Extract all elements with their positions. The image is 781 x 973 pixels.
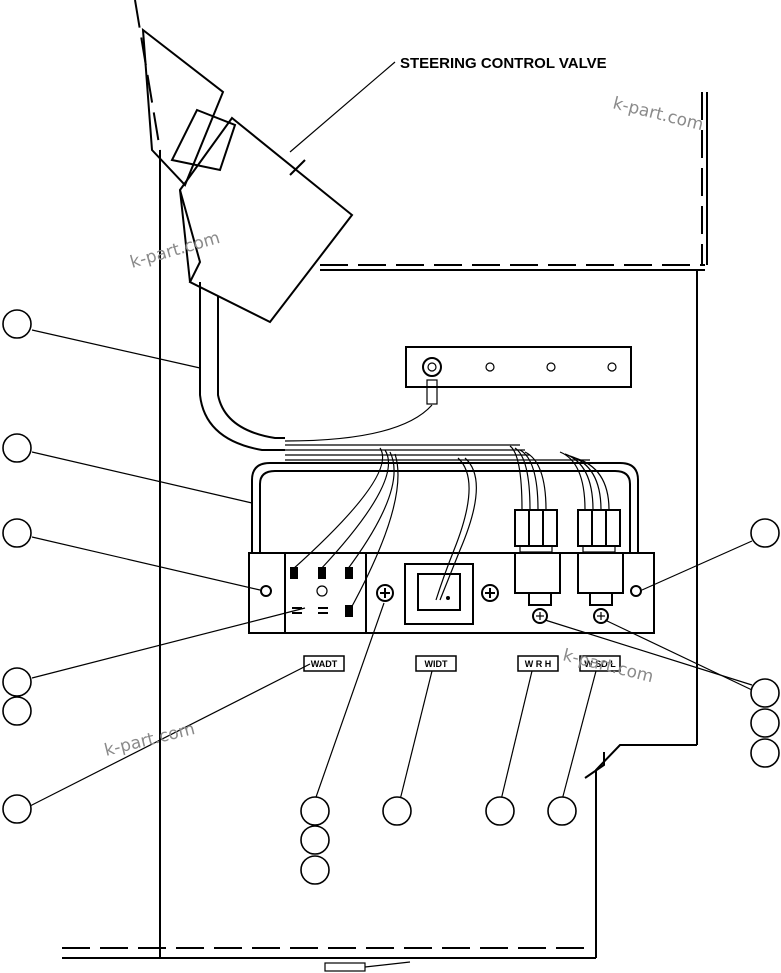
wire-tag-wadt: WADT <box>303 655 345 672</box>
terminal-strip <box>405 346 632 405</box>
relay-wsd <box>577 552 624 624</box>
circle-callout-icon <box>485 796 515 826</box>
steering-control-valve-label: STEERING CONTROL VALVE <box>400 55 607 72</box>
watermark: k-part.com <box>561 645 656 687</box>
steering-control-valve <box>141 27 354 324</box>
circle-callout-icon <box>750 738 780 768</box>
mounting-bracket <box>251 462 639 553</box>
center-connector <box>404 563 474 625</box>
circle-callout-icon <box>2 667 32 697</box>
callout-circles <box>2 309 780 885</box>
circle-callout-icon <box>750 708 780 738</box>
svg-text:WADT: WADT <box>311 659 338 669</box>
circle-callout-icon <box>300 855 330 885</box>
circle-callout-icon <box>2 433 32 463</box>
circle-callout-icon <box>300 796 330 826</box>
watermark: k-part.com <box>611 93 706 135</box>
watermark: k-part.com <box>102 719 197 761</box>
svg-text:W SD L: W SD L <box>584 659 616 669</box>
circle-callout-icon <box>2 696 32 726</box>
relay-wrh <box>514 552 561 624</box>
circle-callout-icon <box>2 794 32 824</box>
mount-hole <box>260 585 272 597</box>
mount-hole <box>630 585 642 597</box>
leader-lines <box>29 61 753 807</box>
circle-callout-icon <box>750 518 780 548</box>
relay-connectors <box>514 509 621 553</box>
junction-panel <box>248 552 655 634</box>
wire-tag-wrh: W R H <box>517 655 559 672</box>
watermark: k-part.com <box>128 228 222 273</box>
frame-outline <box>62 0 708 972</box>
circle-callout-icon <box>750 678 780 708</box>
terminal-block <box>290 567 353 617</box>
circle-callout-icon <box>300 825 330 855</box>
screw-head-icon <box>376 584 394 602</box>
wire-tag-widt: WIDT <box>415 655 457 672</box>
circle-callout-icon <box>2 518 32 548</box>
wire-tag-wsd: W SD L <box>579 655 621 672</box>
ring-terminal-icon <box>422 357 442 377</box>
circle-callout-icon <box>382 796 412 826</box>
circle-callout-icon <box>2 309 32 339</box>
svg-text:W R H: W R H <box>525 659 552 669</box>
circle-callout-icon <box>547 796 577 826</box>
wire-bundle <box>291 445 610 611</box>
cable-harness <box>199 282 590 461</box>
screw-head-icon <box>481 584 499 602</box>
svg-text:WIDT: WIDT <box>425 659 448 669</box>
